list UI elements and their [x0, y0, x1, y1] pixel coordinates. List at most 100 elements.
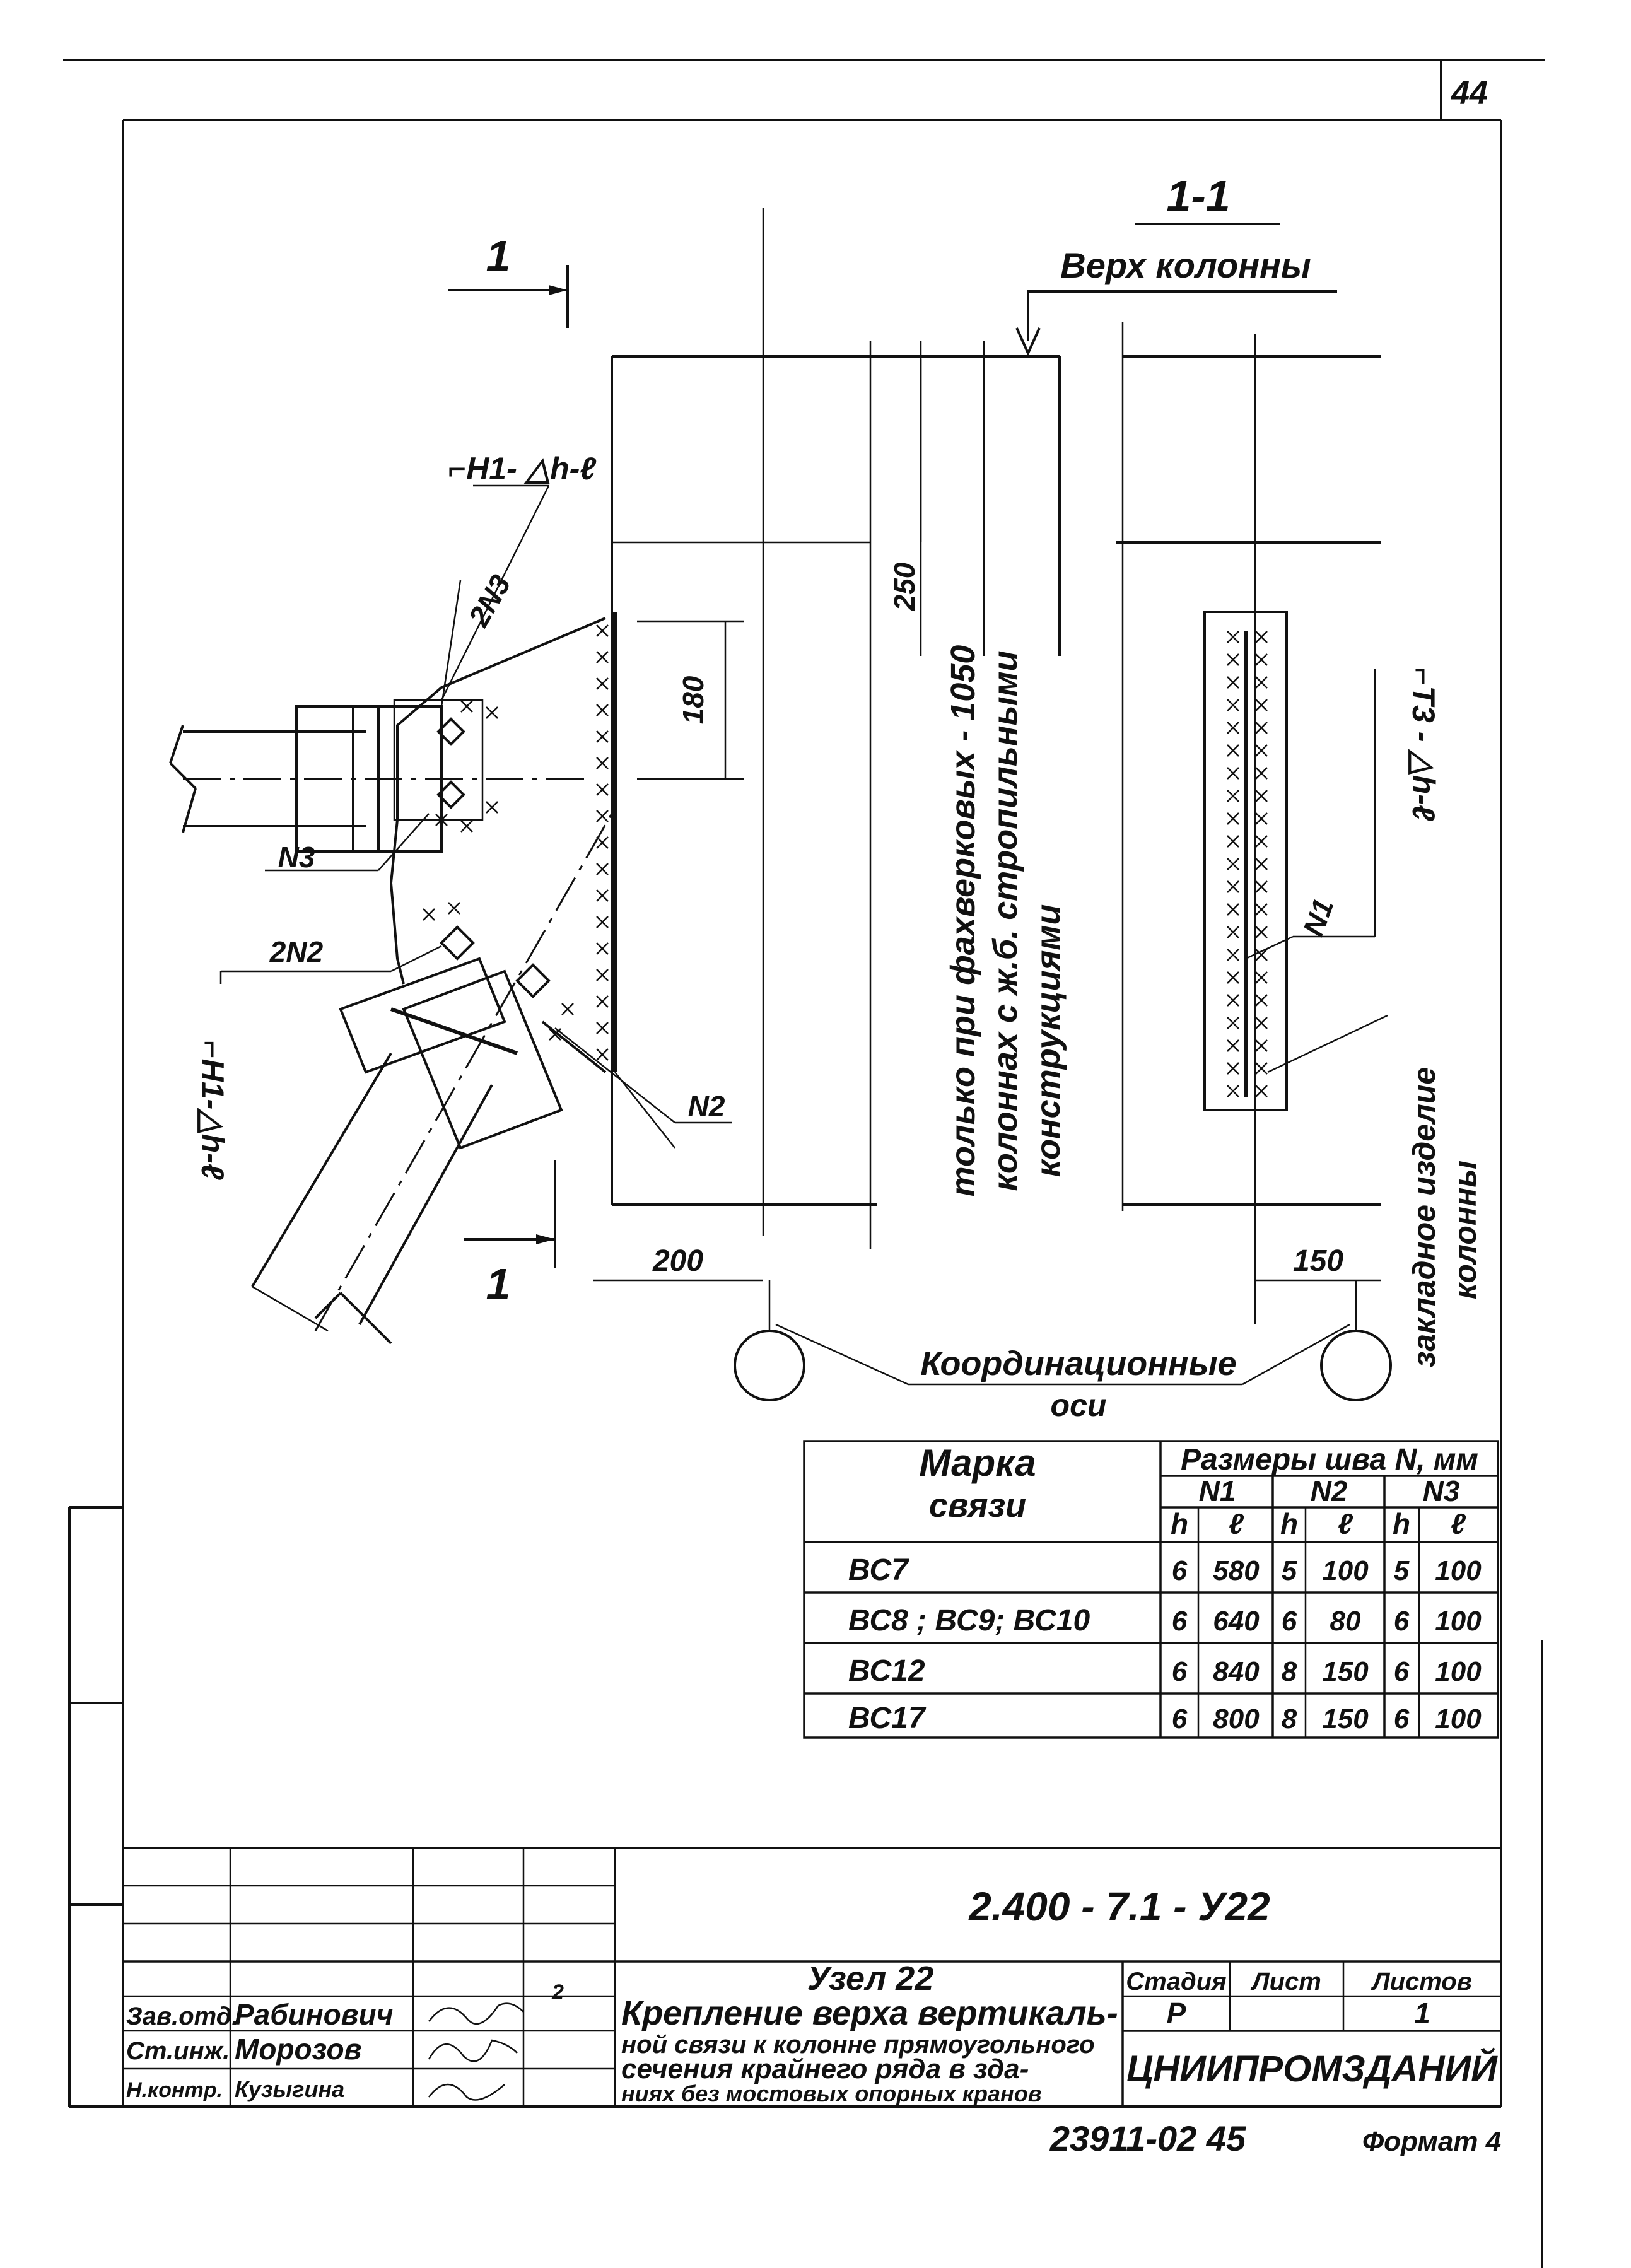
stage-header: Стадия	[1126, 1968, 1226, 1996]
table-col-h2: h	[1280, 1507, 1298, 1540]
cut-mark-top-label: 1	[486, 231, 511, 281]
table-cell: 6	[1172, 1555, 1188, 1586]
table-cell: 150	[1322, 1704, 1369, 1734]
weld-size-table	[803, 1440, 1499, 1739]
sheet-header: Лист	[1250, 1968, 1321, 1996]
table-col-h1: h	[1171, 1507, 1188, 1540]
fachwerk-note-2: колоннах с ж.б. стропильными	[986, 650, 1024, 1191]
table-group-header: Размеры шва N, мм	[1181, 1443, 1478, 1476]
axes-label-2: оси	[1051, 1388, 1107, 1423]
table-cell: 580	[1213, 1555, 1260, 1586]
table-row-mark: ВС7	[848, 1553, 909, 1587]
part-n1: N1	[1296, 894, 1340, 940]
table-mark-header-1: Марка	[919, 1442, 1036, 1484]
weld-crosses-column	[596, 624, 609, 1061]
fachwerk-note-1: только при фахверковых - 1050	[944, 645, 982, 1197]
name-control: Кузыгина	[235, 2076, 344, 2102]
section-label: 1-1	[1166, 172, 1230, 221]
table-cell: 840	[1213, 1656, 1260, 1687]
weld-label-right: ⌐Т3 - △h-ℓ	[1406, 667, 1441, 822]
node-desc-4: ниях без мостовых опорных кранов	[621, 2081, 1042, 2107]
horizontal-strut	[169, 699, 593, 853]
table-sub-n2: N2	[1311, 1475, 1348, 1507]
table-cell: 5	[1394, 1555, 1410, 1586]
footer-code: 23911-02 45	[1049, 2119, 1246, 2158]
part-n3: N3	[278, 841, 315, 874]
table-cell: 6	[1282, 1606, 1297, 1637]
column-top-label: Верх колонны	[1060, 245, 1311, 285]
table-cell: 6	[1172, 1606, 1188, 1637]
table-row-mark: ВС17	[848, 1702, 927, 1735]
table-cell: 6	[1172, 1704, 1188, 1734]
cut-mark-top	[448, 265, 569, 328]
table-cell: 800	[1213, 1704, 1260, 1734]
table-cell: 100	[1435, 1656, 1482, 1687]
leaders	[219, 484, 1388, 1124]
embedded-part-label-2: колонны	[1447, 1160, 1483, 1299]
footer-format: Формат 4	[1362, 2126, 1501, 2157]
cut-mark-bottom-label: 1	[486, 1260, 511, 1309]
part-n2: N2	[688, 1090, 725, 1123]
name-head: Рабинович	[235, 1998, 393, 2031]
coordination-axes	[734, 1280, 1392, 1401]
table-sub-n3: N3	[1423, 1475, 1460, 1507]
sheets-value: 1	[1414, 1997, 1430, 2030]
table-row-mark: ВС12	[848, 1654, 925, 1688]
dim-250: 250	[888, 562, 921, 611]
inclined-brace	[251, 813, 613, 1345]
table-sub-n1: N1	[1199, 1475, 1236, 1507]
weld-label-left: ⌐Н1-△h-ℓ	[195, 1040, 230, 1180]
left-column	[611, 208, 1061, 1249]
right-column	[1116, 322, 1381, 1324]
table-cell: 5	[1282, 1555, 1297, 1586]
table-row-mark: ВС8 ; ВС9; ВС10	[848, 1604, 1090, 1637]
weld-crosses-right	[1227, 631, 1268, 1097]
embedded-part-label-1: закладное изделие	[1406, 1067, 1442, 1367]
title-block	[123, 1847, 1501, 2107]
table-cell: 6	[1394, 1704, 1410, 1734]
drawing-code: 2.400 - 7.1 - У22	[968, 1884, 1270, 1929]
node-desc-2: ной связи к колонне прямоугольного	[621, 2031, 1095, 2059]
sheets-header: Листов	[1371, 1968, 1472, 1996]
table-cell: 100	[1322, 1555, 1369, 1586]
gusset-plate	[389, 612, 675, 1149]
sheet-frame	[63, 59, 1545, 2268]
dim-200: 200	[652, 1244, 703, 1278]
table-col-l1: ℓ	[1229, 1507, 1244, 1540]
axes-label-1: Координационные	[920, 1345, 1236, 1382]
node-desc-1: Крепление верха вертикаль-	[621, 1994, 1118, 2032]
table-cell: 150	[1322, 1656, 1369, 1687]
table-cell: 8	[1282, 1704, 1297, 1734]
table-cell: 6	[1394, 1606, 1410, 1637]
sheet-number: 44	[1451, 75, 1488, 112]
weld-crosses-strut	[423, 700, 574, 1041]
table-cell: 8	[1282, 1656, 1297, 1687]
role-engineer: Ст.инж.	[126, 2037, 230, 2065]
table-col-l3: ℓ	[1451, 1507, 1466, 1540]
table-cell: 80	[1330, 1606, 1361, 1637]
stage-value: Р	[1167, 1997, 1186, 2030]
table-cell: 100	[1435, 1606, 1482, 1637]
role-control: Н.контр.	[126, 2078, 223, 2102]
signatures	[428, 2002, 524, 2101]
organization: ЦНИИПРОМЗДАНИЙ	[1126, 2048, 1498, 2090]
table-cell: 100	[1435, 1704, 1482, 1734]
table-mark-header-2: связи	[929, 1487, 1026, 1524]
signature-superscript: 2	[551, 1980, 564, 2004]
part-2n2: 2N2	[269, 935, 324, 968]
cut-mark-bottom	[464, 1160, 556, 1268]
table-cell: 6	[1394, 1656, 1410, 1687]
name-engineer: Морозов	[235, 2033, 361, 2066]
node-title: Узел 22	[807, 1960, 934, 1997]
part-2n3: 2N3	[462, 569, 517, 632]
fachwerk-note-3: конструкциями	[1029, 904, 1067, 1178]
table-col-h3: h	[1393, 1507, 1410, 1540]
table-cell: 100	[1435, 1555, 1482, 1586]
dim-180: 180	[677, 675, 710, 724]
table-cell: 6	[1172, 1656, 1188, 1687]
dim-150: 150	[1293, 1244, 1343, 1278]
dimension-lines	[593, 359, 1381, 1282]
table-col-l2: ℓ	[1338, 1507, 1353, 1540]
table-cell: 640	[1213, 1606, 1260, 1637]
